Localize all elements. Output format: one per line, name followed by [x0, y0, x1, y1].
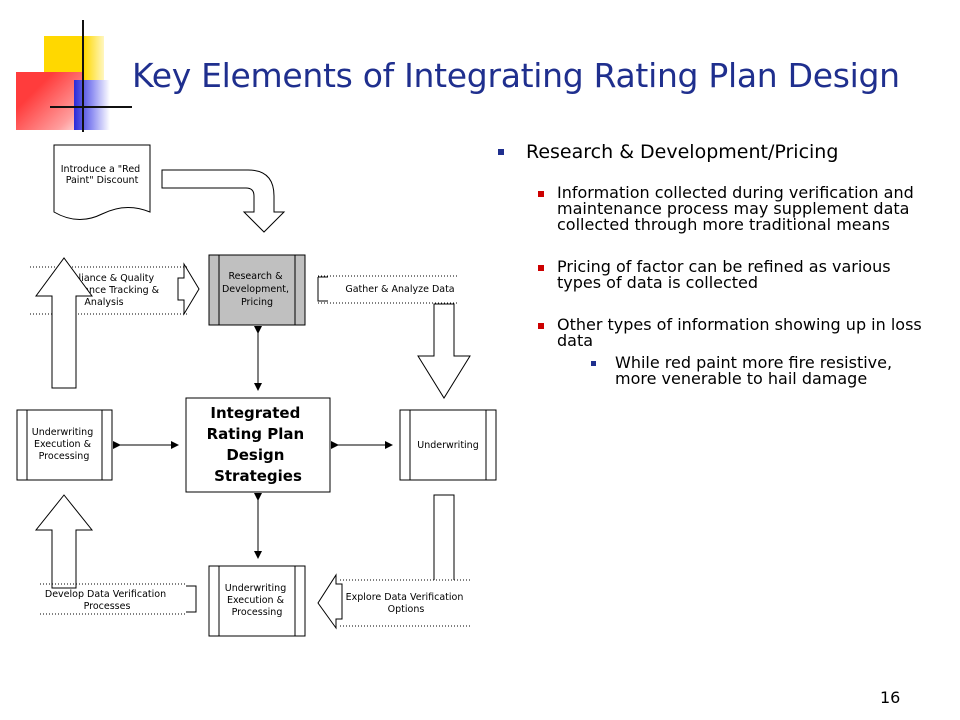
svg-text:Introduce a "Red Paint": Introduce a "Red Paint" Discount	[61, 164, 144, 186]
underwriting-right-box: Underwriting	[399, 409, 497, 481]
center-line-3: Design	[226, 446, 284, 464]
compliance-line-3: Analysis	[84, 297, 123, 308]
slide-title: Key Elements of Integrating Rating Plan …	[132, 56, 900, 95]
develop-step: Develop Data Verification Processes	[40, 583, 197, 615]
gather-step: Gather & Analyze Data	[317, 275, 458, 304]
center-line-4: Strategies	[214, 467, 302, 485]
bullet-square-icon	[538, 323, 544, 329]
up-arrow-lower-icon	[34, 494, 94, 589]
note-line-2: Paint" Discount	[66, 175, 139, 186]
underwriting-bottom-box: Underwriting Execution & Processing	[208, 565, 306, 637]
center-box: Integrated Rating Plan Design Strategies	[185, 397, 331, 493]
develop-line-1: Develop Data Verification	[45, 589, 166, 600]
left-arrow-icon	[317, 573, 343, 630]
svg-text:Integrated Rating Plan: Integrated Rating Plan Design Strategies	[207, 404, 310, 485]
bullet-square-icon	[591, 361, 596, 366]
bullet-item-2-text: Pricing of factor can be refined as vari…	[557, 257, 891, 292]
svg-text:Research & Development,: Research & Development, Pricing	[222, 271, 292, 308]
page-number: 16	[880, 688, 901, 707]
bullet-item-3-text: Other types of information showing up in…	[557, 315, 922, 350]
note-line-1: Introduce a "Red	[61, 164, 140, 175]
connectors	[113, 326, 393, 559]
uw-bottom-line-3: Processing	[232, 607, 283, 618]
research-line-1: Research &	[228, 271, 283, 282]
develop-line-2: Processes	[84, 601, 131, 612]
up-arrow-icon	[35, 257, 93, 389]
bullet-item-3: Other types of information showing up in…	[538, 317, 934, 349]
bullet-sub-item: While red paint more fire resistive, mor…	[591, 355, 931, 387]
bullet-item-1: Information collected during verificatio…	[538, 185, 934, 233]
bullet-square-icon	[498, 149, 504, 155]
uw-right-label: Underwriting	[417, 440, 479, 451]
right-arrow-icon	[177, 262, 200, 316]
down-arrow-icon	[417, 303, 471, 399]
explore-line-1: Explore Data Verification	[346, 592, 464, 603]
uw-left-line-1: Underwriting	[32, 427, 94, 438]
down-arrow-lower-icon	[433, 494, 455, 591]
uw-bottom-line-2: Execution &	[227, 595, 285, 606]
bullet-item-1-text: Information collected during verificatio…	[557, 183, 914, 234]
uw-left-line-2: Execution &	[34, 439, 92, 450]
gather-label: Gather & Analyze Data	[345, 284, 454, 295]
research-line-2: Development,	[222, 284, 289, 295]
explore-step: Explore Data Verification Options	[317, 573, 470, 630]
bullet-main: Research & Development/Pricing	[498, 140, 938, 164]
bullet-main-text: Research & Development/Pricing	[526, 141, 839, 163]
compliance-step: Compliance & Quality Performance Trackin…	[30, 262, 200, 316]
svg-text:Develop Data Verification: Develop Data Verification Processes	[45, 589, 169, 612]
explore-line-2: Options	[388, 604, 425, 615]
compliance-line-2: Performance Tracking &	[46, 285, 160, 296]
bent-arrow-icon	[161, 169, 286, 233]
uw-left-line-3: Processing	[39, 451, 90, 462]
underwriting-left-box: Underwriting Execution & Processing	[16, 409, 113, 481]
research-box: Research & Development, Pricing	[208, 254, 306, 326]
center-line-1: Integrated	[210, 404, 300, 422]
corner-decoration	[0, 0, 140, 140]
center-line-2: Rating Plan	[207, 425, 305, 443]
bullet-list: Research & Development/Pricing Informati…	[498, 140, 938, 387]
bullet-square-icon	[538, 191, 544, 197]
compliance-line-1: Compliance & Quality	[51, 273, 155, 284]
bullet-sub-text: While red paint more fire resistive, mor…	[615, 353, 893, 388]
red-paint-note: Introduce a "Red Paint" Discount	[53, 144, 151, 220]
uw-bottom-line-1: Underwriting	[225, 583, 287, 594]
svg-text:Compliance & Quality Per: Compliance & Quality Performance Trackin…	[46, 273, 162, 308]
svg-text:Underwriting Execution &: Underwriting Execution & Processing	[32, 427, 97, 462]
svg-text:Underwriting Execution &: Underwriting Execution & Processing	[225, 583, 290, 618]
bullet-square-icon	[538, 265, 544, 271]
research-line-3: Pricing	[241, 297, 273, 308]
svg-text:Explore Data Verification: Explore Data Verification Options	[346, 592, 467, 615]
bullet-item-2: Pricing of factor can be refined as vari…	[538, 259, 934, 291]
